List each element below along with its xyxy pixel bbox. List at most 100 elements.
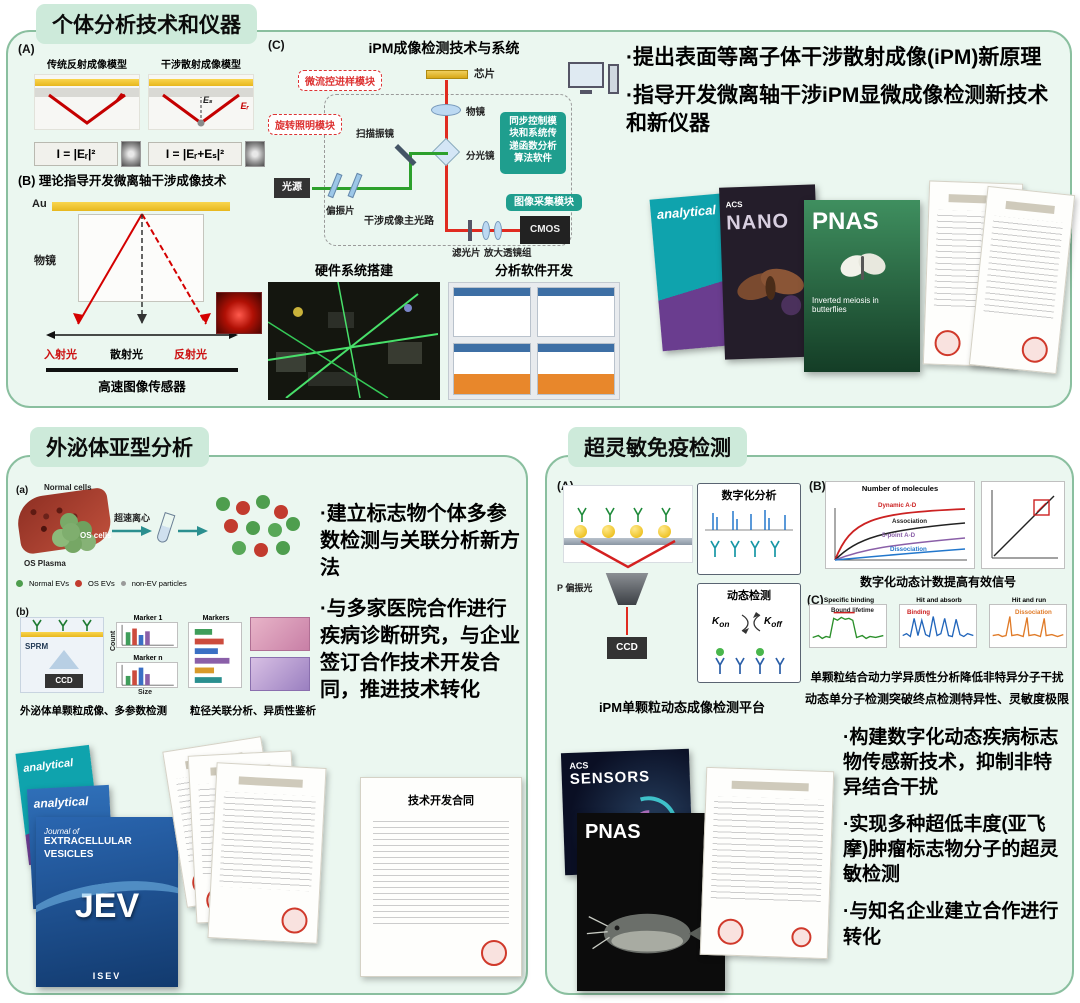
sensor-bar-graphic xyxy=(46,368,238,372)
rotation-illumination-box: 旋转照明模块 xyxy=(268,114,342,135)
exosome-covers-row: analytical analytical Journal of EXTRACE… xyxy=(15,736,522,991)
kon-label: Kon xyxy=(712,616,730,629)
non-ev-label: non-EV particles xyxy=(131,579,187,588)
image-capture-module-box: 图像采集模块 xyxy=(506,194,582,211)
interference-formula: I = |Eᵣ+Eₛ|² xyxy=(148,142,242,166)
figure-b-offaxis-interference: (B) 理论指导开发微离轴干涉成像技术 Au 物镜 入射光 散射光 xyxy=(18,174,266,404)
cmos-camera-box: CMOS xyxy=(520,216,570,244)
os-ev-dot xyxy=(75,580,83,587)
patent-page-3 xyxy=(207,762,327,944)
jev-logo: JEV xyxy=(74,887,140,925)
normal-ev-dot xyxy=(16,580,23,587)
light-source-box: 光源 xyxy=(274,178,310,198)
high-speed-sensor-label: 高速图像传感器 xyxy=(98,380,186,394)
bullet-item: ·提出表面等离子体干涉散射成像(iPM)新原理 xyxy=(626,46,1042,69)
filter-label: 滤光片 xyxy=(452,248,481,259)
trace-annotation: Binding xyxy=(907,609,931,616)
patent-certificate-2 xyxy=(968,185,1076,375)
figure-a-label: (A) xyxy=(18,42,35,56)
ultracentrifugation-label: 超速离心 xyxy=(114,513,151,523)
markern-title: Marker n xyxy=(133,655,163,662)
hardware-caption: 硬件系统搭建 xyxy=(314,263,393,278)
ev-particles-graphic xyxy=(216,497,230,511)
blood-cells-dots xyxy=(30,508,37,516)
sensor-plane-arrow xyxy=(46,331,238,339)
figure-b-sprm-detection: (b) SPRM CCD Count Marker 1 M xyxy=(16,607,314,699)
os-ev-label: OS EVs xyxy=(88,579,115,588)
markers-bars xyxy=(188,622,242,688)
gold-nanoparticle xyxy=(630,525,643,538)
software-caption: 分析软件开发 xyxy=(494,263,573,278)
magnifier-lens-2 xyxy=(494,221,502,240)
antibody-row-graphic xyxy=(32,619,92,631)
curve-label-dissociation: Dissociation xyxy=(890,546,927,553)
antibody-row-graphic xyxy=(577,507,671,522)
main-path-outline xyxy=(324,94,572,246)
catfish-graphic xyxy=(586,913,712,954)
bullet-item: ·构建数字化动态疾病标志物传感新技术，抑制非特异结合干扰 xyxy=(843,727,1059,799)
ev-legend: Normal EVs OS EVs non-EV particles xyxy=(16,579,314,588)
model-title: 传统反射成像模型 xyxy=(47,60,127,71)
green-beam-vertical xyxy=(409,152,412,190)
top-achievements-column: ·提出表面等离子体干涉散射成像(iPM)新原理 ·指导开发微离轴干涉iPM显微成… xyxy=(626,44,1076,402)
red-seal-icon xyxy=(280,906,309,935)
trace-graphic xyxy=(899,604,977,648)
hit-run-trace: Hit and run Dissociation xyxy=(989,597,1069,653)
cover-subtitle: Inverted meiosis in butterflies xyxy=(812,296,879,314)
reflected-light-label: 反射光 xyxy=(174,349,207,361)
marker1-title: Marker 1 xyxy=(133,615,163,622)
doc-text-lines xyxy=(710,796,825,903)
figure-c-title: iPM成像检测技术与系统 xyxy=(368,40,520,56)
contract-title: 技术开发合同 xyxy=(408,795,474,807)
sprm-label: SPRM xyxy=(25,642,49,651)
glass-layer xyxy=(35,88,139,97)
figure-c-label: (C) xyxy=(807,593,824,607)
scattered-light-label: 散射光 xyxy=(110,349,143,361)
tissue-image-1 xyxy=(250,617,310,651)
magnifier-lens-1 xyxy=(482,221,490,240)
jev-title: EXTRACELLULAR VESICLES xyxy=(44,836,132,860)
red-seal-icon xyxy=(791,926,812,948)
patent-certificate xyxy=(699,766,835,960)
capture-antibody-row xyxy=(710,540,780,557)
figure-b-label: (b) xyxy=(16,607,29,618)
cover-title: NANO xyxy=(725,210,790,235)
psf-image-left xyxy=(121,141,141,167)
green-beam-top xyxy=(409,152,448,155)
red-seal-icon xyxy=(481,940,507,966)
polarizer-label: 偏振片 xyxy=(326,206,355,217)
curve-label-dynamic: Dynamic A-D xyxy=(878,502,917,509)
figure-b-label: (B) xyxy=(18,174,36,188)
doc-text-lines xyxy=(219,791,317,892)
gold-film xyxy=(21,632,103,637)
gold-nanoparticle xyxy=(658,525,671,538)
galvo-label: 扫描振镜 xyxy=(356,129,395,140)
panel-title-individual-analysis: 个体分析技术和仪器 xyxy=(36,4,257,44)
centrifuge-tube-icon xyxy=(155,512,176,544)
bullet-item: ·实现多种超低丰度(亚飞摩)肿瘤标志物分子的超灵敏检测 xyxy=(843,814,1059,886)
workflow-arrow-2 xyxy=(178,526,208,536)
p-polarized-label: P 偏振光 xyxy=(557,583,593,593)
acs-nano-cover: ACS NANO xyxy=(719,184,821,360)
markers-title: Markers xyxy=(202,615,230,622)
objective-label: 物镜 xyxy=(466,107,486,118)
cover-title: PNAS xyxy=(585,821,641,843)
platform-caption: iPM单颗粒动态成像检测平台 xyxy=(598,700,766,715)
bullet-item: ·建立标志物个体多参数检测与关联分析新方法 xyxy=(320,503,520,579)
contract-document: 技术开发合同 xyxy=(360,777,522,977)
counting-caption: 数字化动态计数提高有效信号 xyxy=(859,575,1016,589)
size-axis-label: Size xyxy=(138,689,153,696)
microfluidic-module-box: 微流控进样模块 xyxy=(298,70,382,91)
sync-control-module-box: 同步控制模块和系统传递函数分析算法软件 xyxy=(500,112,566,174)
hit-absorb-trace: Hit and absorb Binding xyxy=(899,597,979,653)
optical-system-diagram: 微流控进样模块 旋转照明模块 芯片 物镜 分光镜 同步控制模块和系统传递函数分析… xyxy=(268,60,620,259)
gold-nanoparticle xyxy=(574,525,587,538)
figure-c-binding-traces: (C) Specific binding Bound lifetime Hit … xyxy=(807,593,1069,667)
panel-individual-analysis: (A) 传统反射成像模型 干涉散射成像模型 xyxy=(6,30,1076,408)
trace-annotation: Dissociation xyxy=(1015,609,1052,616)
software-screenshots xyxy=(448,282,620,400)
doc-text-lines xyxy=(373,816,509,927)
green-beam-horizontal xyxy=(312,187,412,190)
objective-label: 物镜 xyxy=(34,255,56,267)
traditional-reflection-model: 传统反射成像模型 xyxy=(34,56,140,130)
